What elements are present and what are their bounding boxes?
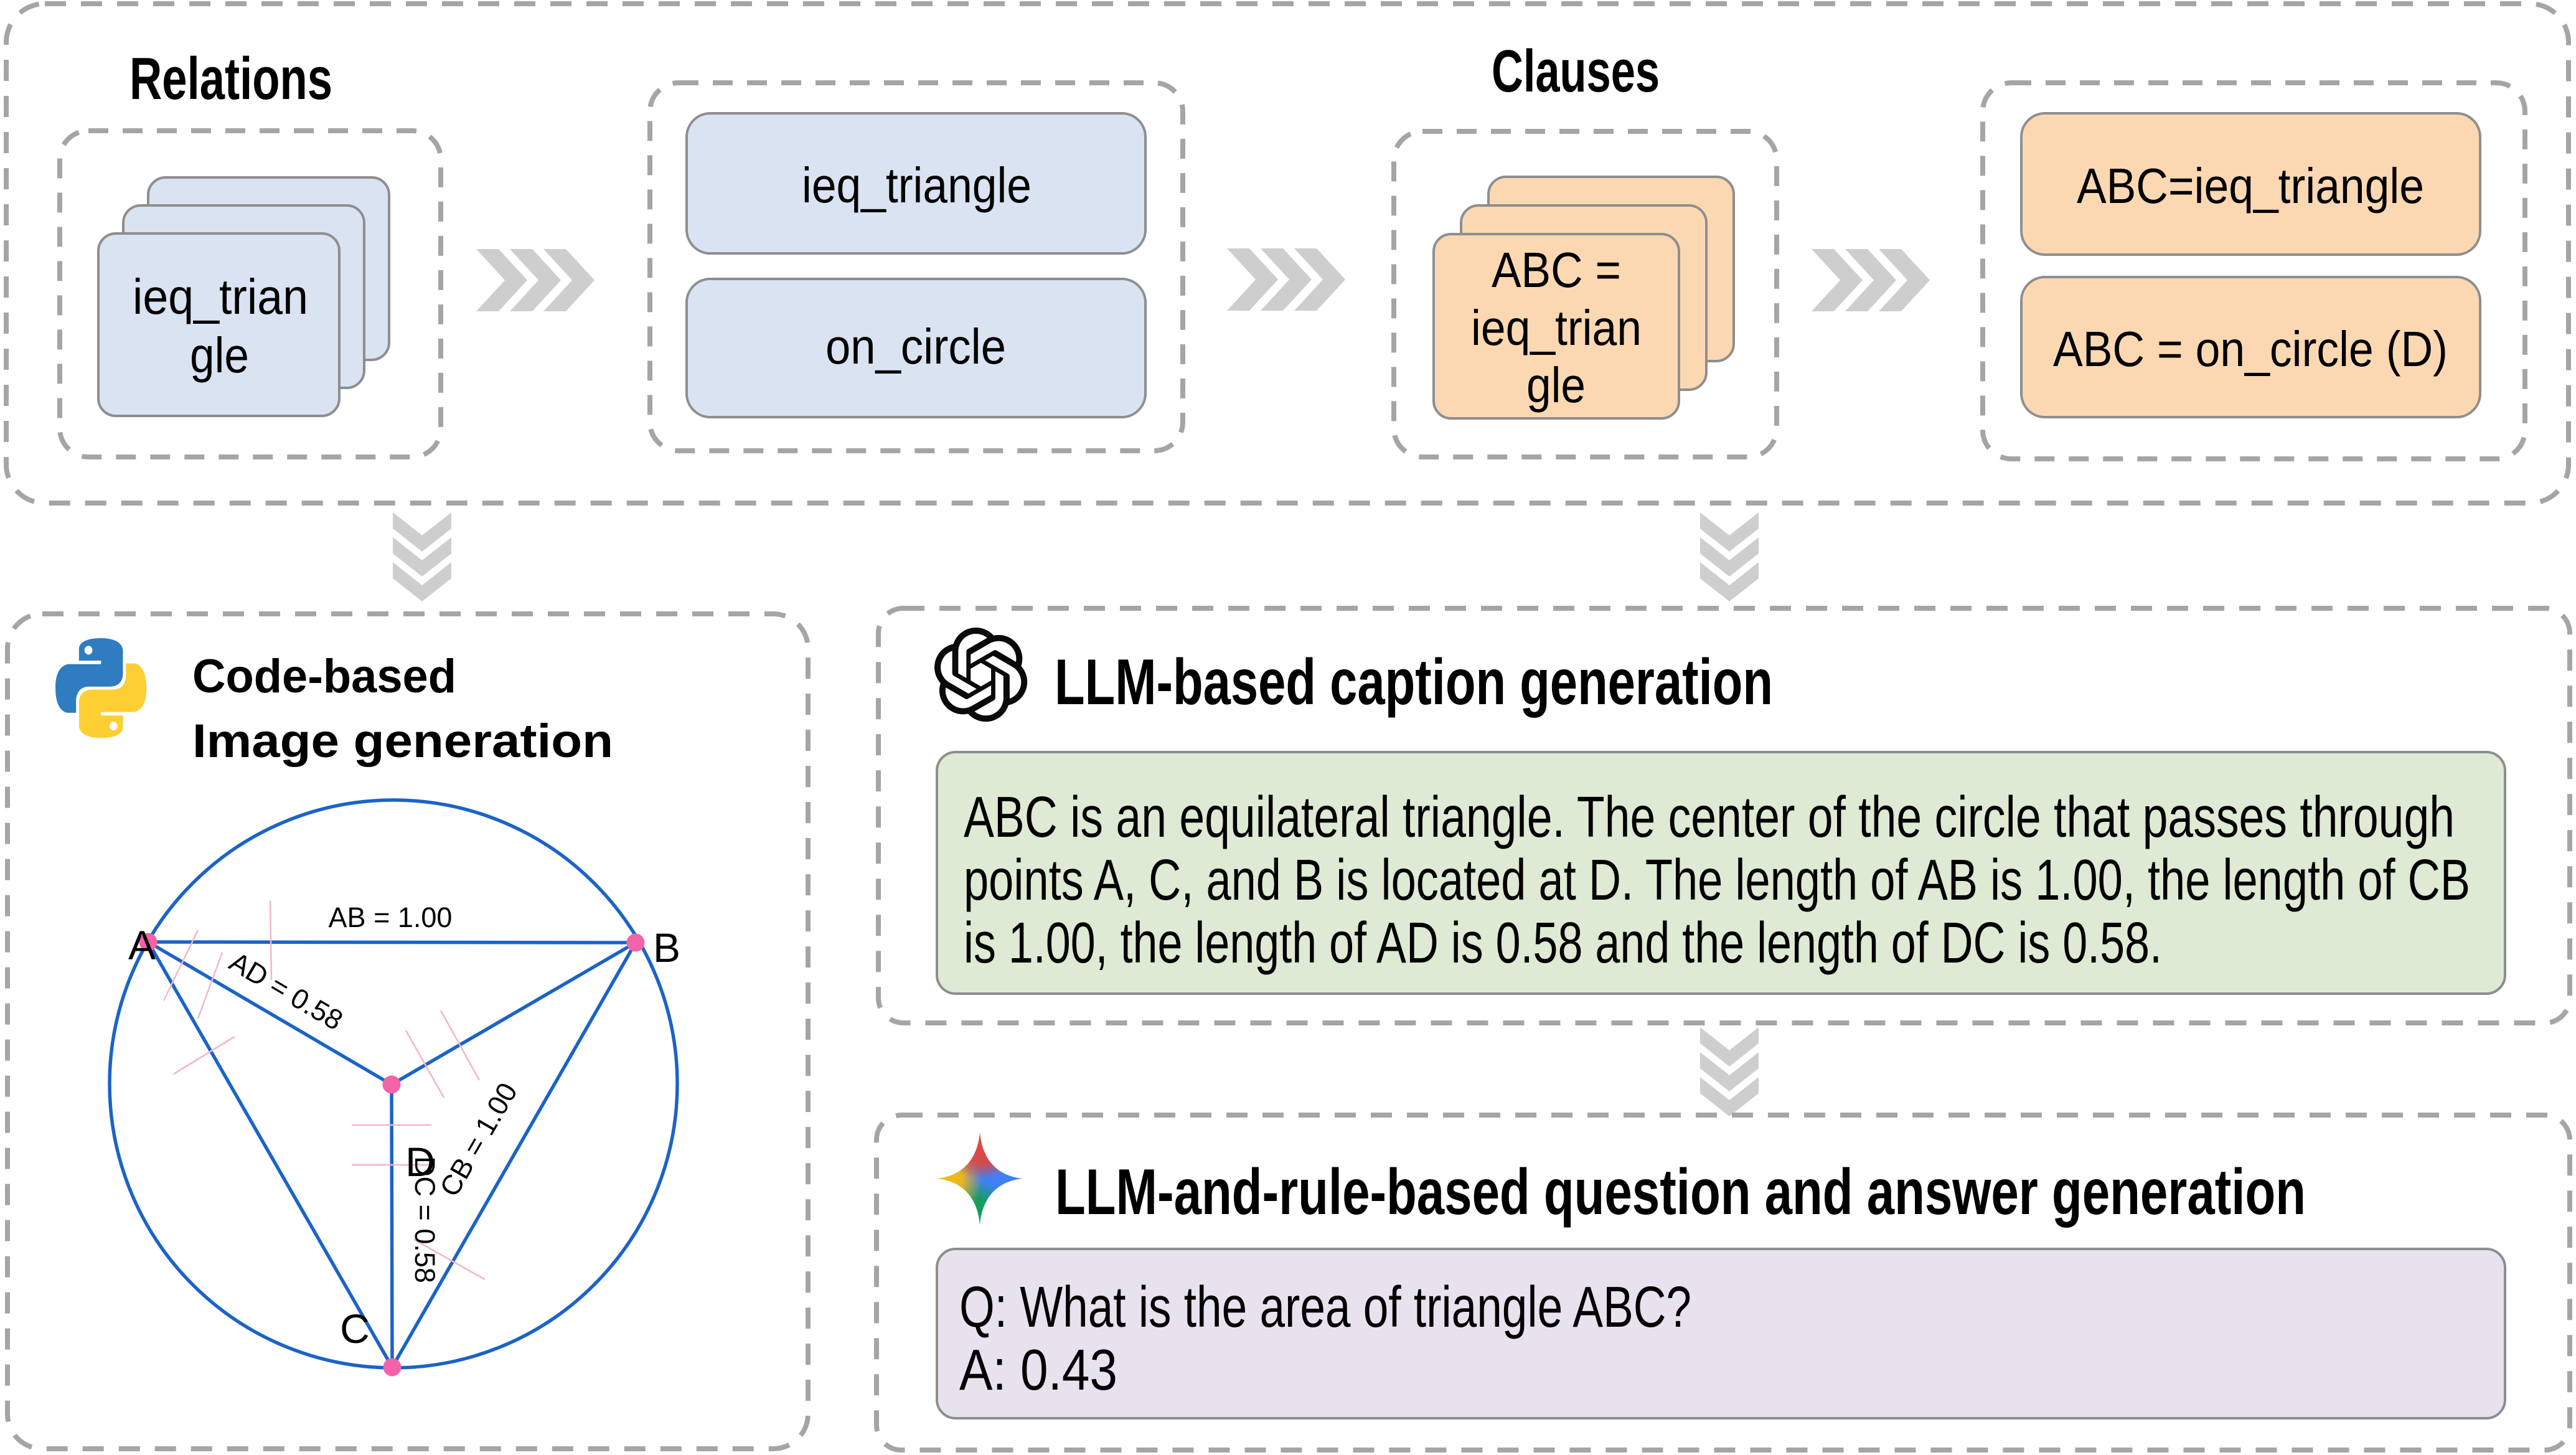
- svg-text:ABC=ieq_triangle: ABC=ieq_triangle: [2077, 158, 2424, 214]
- svg-text:Clauses: Clauses: [1492, 38, 1660, 105]
- svg-text:D: D: [405, 1139, 435, 1185]
- svg-text:A: A: [128, 922, 156, 968]
- svg-text:ieq_trian: ieq_trian: [1471, 300, 1642, 356]
- svg-text:C: C: [340, 1306, 370, 1352]
- svg-text:is 1.00, the length of AD is 0: is 1.00, the length of AD is 0.58 and th…: [964, 910, 2162, 975]
- svg-text:on_circle: on_circle: [825, 319, 1006, 374]
- svg-text:A: 0.43: A: 0.43: [959, 1337, 1117, 1402]
- svg-text:Relations: Relations: [129, 45, 332, 112]
- svg-text:ieq_triangle: ieq_triangle: [802, 158, 1032, 213]
- svg-text:LLM-and-rule-based question an: LLM-and-rule-based question and answer g…: [1055, 1156, 2306, 1228]
- svg-text:points A, C, and B is located: points A, C, and B is located at D. The …: [964, 847, 2470, 912]
- svg-text:AB = 1.00: AB = 1.00: [329, 902, 453, 933]
- svg-text:ABC =: ABC =: [1492, 242, 1621, 298]
- svg-text:ieq_trian: ieq_trian: [133, 269, 308, 324]
- svg-text:LLM-based caption generation: LLM-based caption generation: [1055, 646, 1773, 718]
- svg-text:gle: gle: [1526, 357, 1586, 413]
- svg-text:ABC = on_circle (D): ABC = on_circle (D): [2053, 321, 2448, 377]
- svg-text:Q: What is the area of triangl: Q: What is the area of triangle ABC?: [959, 1274, 1691, 1339]
- svg-text:Code-based: Code-based: [192, 650, 456, 703]
- svg-text:DC = 0.58: DC = 0.58: [409, 1156, 441, 1283]
- svg-text:Image generation: Image generation: [192, 715, 613, 768]
- svg-text:ABC is an equilateral triangle: ABC is an equilateral triangle. The cent…: [964, 784, 2455, 849]
- svg-text:gle: gle: [190, 327, 249, 383]
- svg-text:B: B: [653, 925, 680, 971]
